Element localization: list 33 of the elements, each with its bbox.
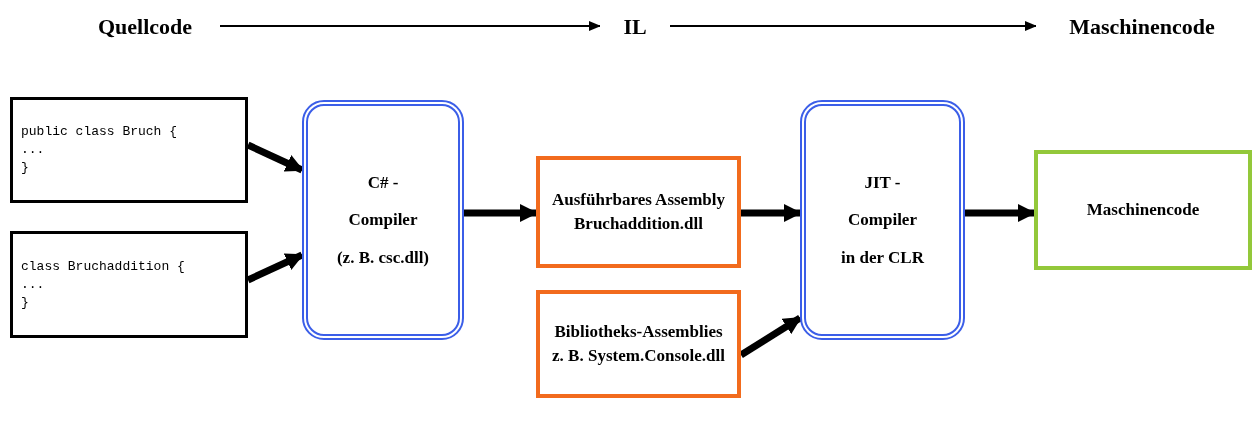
arrow [965, 204, 1036, 222]
code-box [10, 231, 248, 338]
compiler-box [800, 100, 965, 340]
arrow [246, 251, 304, 284]
arrow [464, 204, 538, 222]
arrow [741, 204, 802, 222]
node-label: Maschinencode [1086, 199, 1200, 222]
node-label: Compiler [848, 209, 917, 232]
node-label: Maschinencode [1069, 12, 1215, 41]
arrow [669, 21, 1037, 31]
node-label: (z. B. csc.dll) [336, 246, 430, 269]
assembly-box [536, 290, 741, 398]
output-box [1034, 150, 1252, 270]
code-line: ... [21, 275, 46, 294]
code-line: } [21, 159, 30, 177]
node-label: in der CLR [841, 246, 924, 269]
node-label: IL [623, 12, 647, 41]
code-line: class Bruchaddition { [21, 257, 186, 276]
assembly-box [536, 156, 741, 268]
code-line: ... [21, 141, 46, 159]
code-box [10, 97, 248, 203]
node-label: Bibliotheks-Assemblies z. B. System.Console.dll [551, 321, 726, 367]
arrow [246, 141, 304, 174]
node-label: Compiler [348, 209, 418, 232]
arrow [739, 315, 802, 358]
code-line: } [21, 293, 30, 312]
compiler-box [302, 100, 464, 340]
code-line: public class Bruch { [21, 123, 179, 141]
arrow [219, 21, 601, 31]
node-label: Ausführbares Assembly Bruchaddition.dll [551, 189, 726, 235]
node-label: C# - [367, 171, 399, 194]
node-label: JIT - [864, 171, 901, 194]
node-label: Quellcode [97, 12, 193, 41]
